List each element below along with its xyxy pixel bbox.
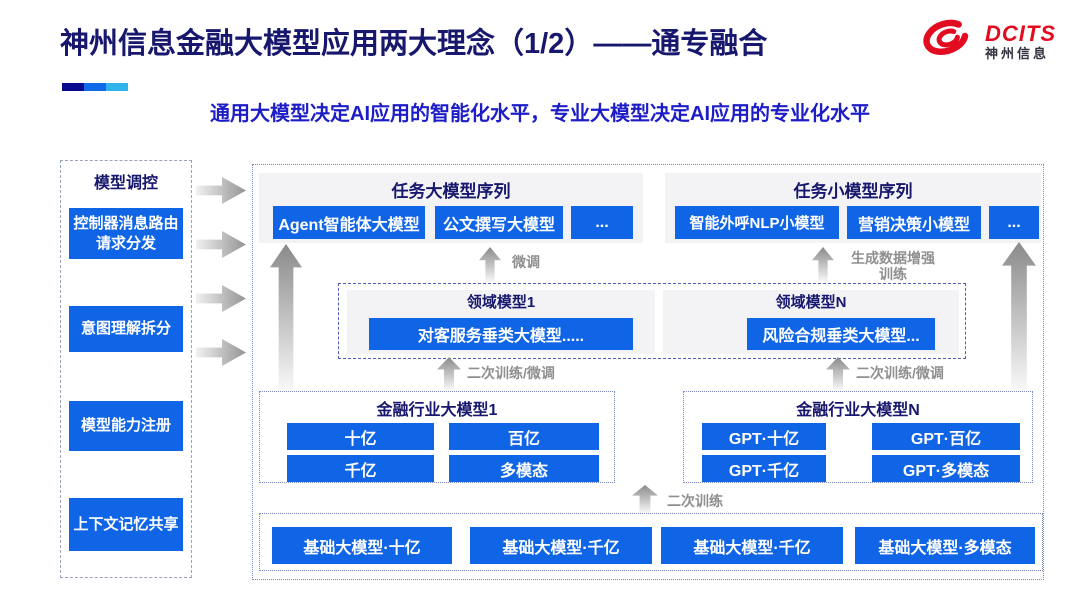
model-chip-foundation-100b: 基础大模型·千亿 <box>470 527 652 564</box>
model-chip-foundation-multimodal: 基础大模型·多模态 <box>855 527 1035 564</box>
model-chip-document: 公文撰写大模型 <box>435 206 563 239</box>
brand-name-cn: 神州信息 <box>985 46 1050 62</box>
gen-data-line1: 生成数据增强 <box>851 250 935 266</box>
retrain-label: 二次训练 <box>667 493 723 509</box>
logo-swirl-icon <box>917 16 979 67</box>
retrain-finetune-left-label: 二次训练/微调 <box>467 365 555 381</box>
model-chip-risk-compliance: 风险合规垂类大模型... <box>747 318 935 350</box>
industry-model-n-header: 金融行业大模型N <box>796 402 920 419</box>
model-chip-ellipsis: ... <box>989 206 1039 239</box>
gen-data-line2: 训练 <box>879 266 907 282</box>
model-chip-gpt-multimodal: GPT·多模态 <box>872 455 1020 482</box>
sidebar-item-router: 控制器消息路由请求分发 <box>69 208 183 259</box>
domain-model-n-header: 领域模型N <box>775 294 847 311</box>
industry-model-1-header: 金融行业大模型1 <box>376 402 498 419</box>
dcits-logo: DCITS 神州信息 <box>917 16 1056 67</box>
brand-name: DCITS <box>985 21 1056 47</box>
arrow-right-icon <box>196 285 246 312</box>
model-chip-marketing: 营销决策小模型 <box>847 206 981 239</box>
domain-models-box: 领域模型1 对客服务垂类大模型..... 领域模型N 风险合规垂类大模型... <box>338 283 966 359</box>
domain-model-1-header: 领域模型1 <box>466 294 536 311</box>
domain-model-1-panel: 领域模型1 对客服务垂类大模型..... <box>347 290 655 354</box>
model-control-panel: 模型调控 控制器消息路由请求分发 意图理解拆分 模型能力注册 上下文记忆共享 <box>60 160 192 578</box>
model-chip-foundation-1b: 基础大模型·十亿 <box>272 527 452 564</box>
model-chip-ellipsis: ... <box>571 206 633 239</box>
model-chip-100b: 千亿 <box>287 455 434 482</box>
domain-model-n-panel: 领域模型N 风险合规垂类大模型... <box>663 290 959 354</box>
arrow-right-icon <box>196 177 246 204</box>
model-chip-gpt-10b: GPT·百亿 <box>872 423 1020 450</box>
foundation-models-box: 基础大模型·十亿 基础大模型·千亿 基础大模型·千亿 基础大模型·多模态 <box>259 513 1043 571</box>
model-chip-outbound-nlp: 智能外呼NLP小模型 <box>675 206 839 239</box>
model-chip-multimodal: 多模态 <box>449 455 599 482</box>
main-diagram: 任务大模型序列 Agent智能体大模型 公文撰写大模型 ... 任务小模型序列 … <box>252 164 1044 580</box>
model-chip-gpt-100b: GPT·千亿 <box>702 455 826 482</box>
accent-segment <box>84 83 106 91</box>
model-chip-customer-service: 对客服务垂类大模型..... <box>369 318 633 350</box>
title-accent-bar <box>62 83 128 91</box>
model-chip-foundation-100b-2: 基础大模型·千亿 <box>661 527 843 564</box>
sidebar-item-register: 模型能力注册 <box>69 401 183 451</box>
model-chip-agent: Agent智能体大模型 <box>273 206 425 239</box>
industry-model-n-box: 金融行业大模型N GPT·十亿 GPT·百亿 GPT·千亿 GPT·多模态 <box>683 391 1033 483</box>
retrain-finetune-right-label: 二次训练/微调 <box>856 365 944 381</box>
slide-subtitle: 通用大模型决定AI应用的智能化水平，专业大模型决定AI应用的专业化水平 <box>210 103 870 125</box>
accent-segment <box>62 83 84 91</box>
model-control-header: 模型调控 <box>93 175 158 192</box>
accent-segment <box>106 83 128 91</box>
model-chip-10b: 百亿 <box>449 423 599 450</box>
gen-data-train-label: 生成数据增强 训练 <box>843 250 943 282</box>
task-small-header: 任务小模型序列 <box>793 182 913 201</box>
industry-model-1-box: 金融行业大模型1 十亿 百亿 千亿 多模态 <box>259 391 615 483</box>
task-large-panel: 任务大模型序列 Agent智能体大模型 公文撰写大模型 ... <box>259 173 643 243</box>
task-small-panel: 任务小模型序列 智能外呼NLP小模型 营销决策小模型 ... <box>665 173 1041 243</box>
finetune-label: 微调 <box>512 254 540 270</box>
model-chip-gpt-1b: GPT·十亿 <box>702 423 826 450</box>
task-large-header: 任务大模型序列 <box>391 182 511 201</box>
sidebar-item-intent: 意图理解拆分 <box>69 306 183 352</box>
arrow-right-icon <box>196 231 246 258</box>
page-title: 神州信息金融大模型应用两大理念（1/2）——通专融合 <box>60 28 768 60</box>
model-chip-1b: 十亿 <box>287 423 434 450</box>
arrow-right-icon <box>196 339 246 366</box>
sidebar-item-context: 上下文记忆共享 <box>69 498 183 551</box>
